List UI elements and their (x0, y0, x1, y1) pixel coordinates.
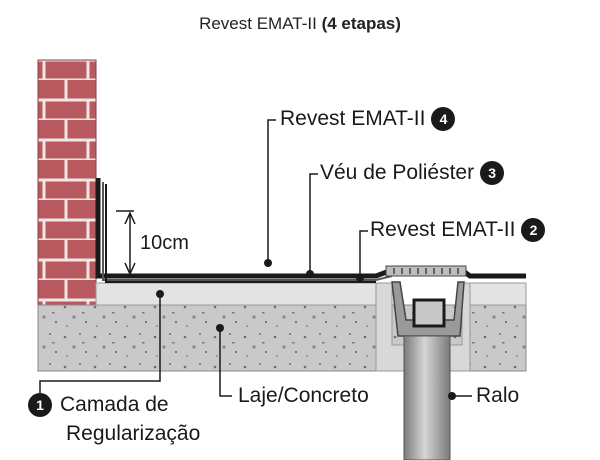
screed-layer-right (469, 282, 527, 306)
label-layer1: 1 Camada de (28, 393, 169, 418)
step-badge-3: 3 (480, 161, 505, 186)
label-layer4-text: Revest EMAT-II (280, 107, 426, 130)
label-layer1-line2: Regularização (66, 422, 201, 445)
label-layer2-text: Revest EMAT-II (370, 218, 516, 241)
step-badge-1: 1 (28, 393, 52, 418)
leader-slab (219, 328, 232, 397)
label-drain: Ralo (476, 384, 520, 407)
screed-layer (95, 282, 377, 306)
label-slab: Laje/Concreto (238, 384, 369, 407)
drain-grate-slots (393, 268, 459, 274)
leader-layer2 (359, 230, 368, 277)
dimension-label: 10cm (140, 232, 189, 254)
drain-pipe (403, 335, 451, 460)
leader-layer3 (309, 173, 318, 273)
leader-layer1 (39, 294, 161, 400)
dimension-arrow-bottom (124, 262, 136, 276)
label-layer1-line2-wrap: Regularização (66, 422, 200, 446)
label-layer3-text: Véu de Poliéster (320, 161, 475, 184)
leader-layer4 (267, 119, 276, 262)
diagram-title: Revest EMAT-II (4 etapas) (0, 14, 600, 34)
dimension-arrow-top (124, 211, 136, 225)
label-layer1-line1: Camada de (60, 393, 169, 416)
step-badge-4: 4 (431, 107, 456, 132)
dimension-line (116, 210, 134, 274)
title-bold: (4 etapas) (321, 14, 401, 33)
membrane-layer-2 (105, 184, 376, 283)
brick-wall (37, 59, 97, 306)
membrane-layer-3 (102, 182, 393, 281)
drain-cup (412, 298, 446, 328)
step-badge-2: 2 (521, 218, 546, 243)
title-main: Revest EMAT-II (199, 14, 317, 33)
